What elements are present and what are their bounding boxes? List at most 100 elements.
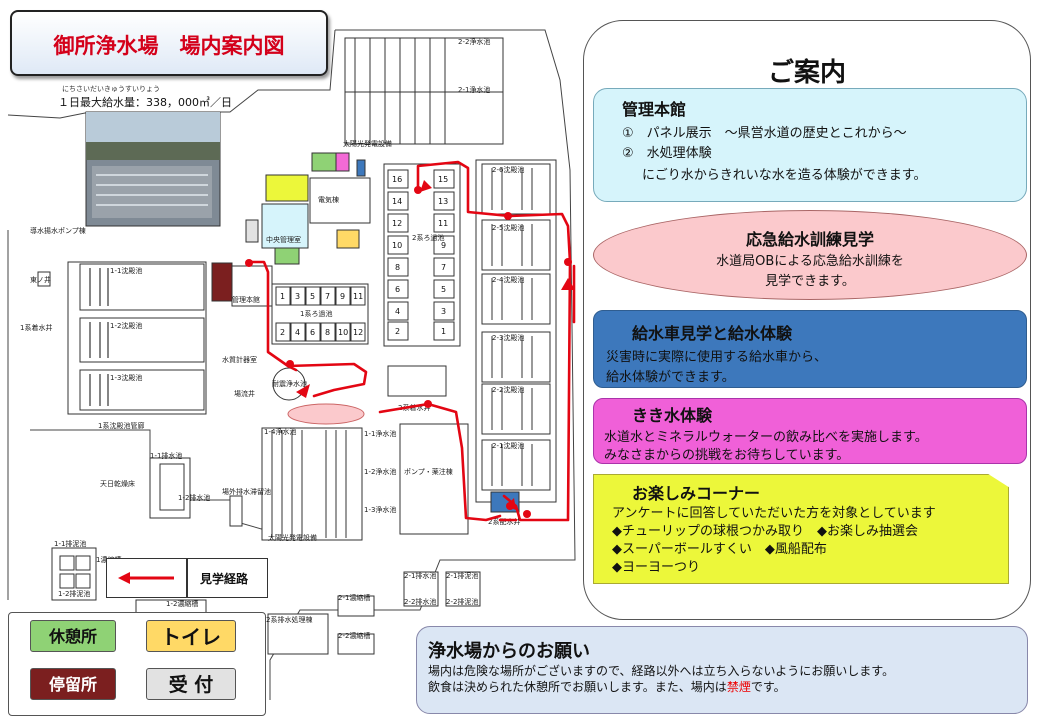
guide-fun-line2: ◆チューリップの球根つかみ取り ◆お楽しみ抽選会 xyxy=(612,524,918,539)
legend-reception: 受 付 xyxy=(146,668,236,700)
filter-num: 5 xyxy=(441,285,446,294)
filter-num: 10 xyxy=(392,241,402,250)
label-control-room: 中央管理室 xyxy=(266,235,301,244)
filter-basins-1 xyxy=(271,283,369,345)
filter-num: 8 xyxy=(395,263,400,272)
label-pump-chem: ポンプ・薬注棟 xyxy=(404,467,453,476)
guide-drill-line1: 水道局OBによる応急給水訓練を xyxy=(716,254,904,269)
filter-num: 2 xyxy=(280,328,285,337)
filter-num: 14 xyxy=(392,197,402,206)
label-drain-2-2: 2-2排泥池 xyxy=(446,597,478,606)
label-sludge-2-2: 2-2濃縮槽 xyxy=(338,631,370,640)
label-sed-1-3: 1-3沈殿池 xyxy=(110,373,142,382)
capacity-furigana: にちさいだいきゅうすいりょう xyxy=(62,85,160,93)
label-drain-2-3: 2-1排水池 xyxy=(404,571,436,580)
drill-area-marker xyxy=(287,403,365,425)
label-solar-1: 太陽光発電設備 xyxy=(343,139,392,148)
legend-rest-area: 休憩所 xyxy=(30,620,116,652)
guide-truck-card xyxy=(593,310,1027,388)
label-drain-1-1: 1-1排水池 xyxy=(150,451,182,460)
label-basin-2-1: 2-1浄水池 xyxy=(458,85,490,94)
guide-title: ご案内 xyxy=(767,58,846,88)
label-sed-1-2: 1-2沈殿池 xyxy=(110,321,142,330)
label-solar-2: 太陽光発電設備 xyxy=(268,533,317,542)
label-outflow-well: 場流井 xyxy=(234,389,255,398)
guide-truck-line2: 給水体験ができます。 xyxy=(606,370,735,385)
filter-basins-2 xyxy=(383,163,461,347)
label-drying-bed: 天日乾燥床 xyxy=(100,479,135,488)
label-sys1-intake: 1系着水井 xyxy=(20,323,52,332)
request-panel xyxy=(416,626,1028,714)
reception-marker xyxy=(245,219,259,243)
label-well: 東ノ井 xyxy=(30,275,51,284)
label-sys2-drain: 2系排水処理棟 xyxy=(266,615,312,624)
guide-truck-line1: 災害時に実際に使用する給水車から、 xyxy=(606,350,828,365)
label-drain-2-4: 2-2排水池 xyxy=(404,597,436,606)
route-legend-arrow-icon xyxy=(118,572,174,584)
label-lab: 水質計器室 xyxy=(222,355,257,364)
fun-corner-marker xyxy=(265,174,309,202)
capacity-text: １日最大給水量：338，000㎥／日 xyxy=(58,96,232,109)
guide-fun-line1: アンケートに回答していただいた方を対象としています xyxy=(612,506,936,521)
legend-bus-stop: 停留所 xyxy=(30,668,116,700)
label-hq: 管理本館 xyxy=(232,295,260,304)
filter-num: 16 xyxy=(392,175,402,184)
page-title: 御所浄水場 場内案内図 xyxy=(53,34,285,58)
filter-num: 15 xyxy=(438,175,448,184)
guide-fun-heading: お楽しみコーナー xyxy=(632,484,761,503)
label-distribution: 2系配水井 xyxy=(488,517,520,526)
toilet-marker-1 xyxy=(336,229,360,249)
thickening-area xyxy=(51,547,207,615)
label-sed-1-pipe: 1系沈殿池管廊 xyxy=(98,421,144,430)
sed-2-grid xyxy=(491,168,533,486)
label-thick-1: 1-1排泥池 xyxy=(54,539,86,548)
guide-hq-line3: にごり水からきれいな水を造る体験ができます。 xyxy=(642,168,927,183)
label-pool-1-3: 1-3浄水池 xyxy=(364,505,396,514)
title-box: 御所浄水場 場内案内図 xyxy=(10,10,328,76)
guide-tasting-line2: みなさまからの挑戦をお待ちしています。 xyxy=(604,448,850,463)
route-legend-divider xyxy=(186,559,188,597)
label-pool-1-2: 1-2浄水池 xyxy=(364,467,396,476)
guide-fun-card xyxy=(593,474,1009,584)
guide-drill-heading: 応急給水訓練見学 xyxy=(745,230,874,249)
tasting-marker xyxy=(335,152,350,172)
filter-numbers-2: 16 14 12 10 8 6 4 2 15 13 11 9 7 5 3 1 xyxy=(392,175,448,336)
guide-fun-line3: ◆スーパーボールすくい ◆風船配布 xyxy=(612,542,827,557)
guide-drill-line2: 見学できます。 xyxy=(765,274,855,289)
guide-tasting-heading: きき水体験 xyxy=(632,406,713,425)
label-filter-1: 1系ろ過池 xyxy=(300,309,332,318)
request-title: 浄水場からのお願い xyxy=(428,641,590,662)
aerial-photo xyxy=(85,111,221,227)
label-pool-1-1: 1-1浄水池 xyxy=(364,429,396,438)
label-outside-drain: 場外排水滞留池 xyxy=(222,487,271,496)
central-facilities: 電気棟 中央管理室 管理本館 xyxy=(211,152,371,307)
label-sed-1-1: 1-1沈殿池 xyxy=(110,266,142,275)
label-sludge-2-1: 2-1濃縮槽 xyxy=(338,593,370,602)
rest-area-marker-2 xyxy=(274,247,300,265)
label-sed-2-2: 2-2沈殿池 xyxy=(492,385,524,394)
label-expo-pool: 耐震浄水池 xyxy=(272,379,307,388)
no-smoking-text: 禁煙 xyxy=(726,680,751,694)
label-intake-pump: 導水揚水ポンプ棟 xyxy=(30,226,86,235)
sys2-sludge xyxy=(267,571,481,655)
west-facilities: 導水揚水ポンプ棟 東ノ井 1系着水井 xyxy=(20,226,86,332)
filter-num: 3 xyxy=(441,307,446,316)
filter-num: 6 xyxy=(395,285,400,294)
filter-num: 8 xyxy=(325,328,330,337)
filter-num: 4 xyxy=(295,328,300,337)
label-electric: 電気棟 xyxy=(318,195,339,204)
guide-hq-heading: 管理本館 xyxy=(622,100,687,119)
filter-num: 2 xyxy=(395,327,400,336)
route-arrows xyxy=(296,180,575,510)
filter-num: 11 xyxy=(353,292,363,301)
request-line1: 場内は危険な場所がございますので、経路以外へは立ち入らないようにお願いします。 xyxy=(428,664,895,678)
label-sludge-1-2: 1-2濃縮槽 xyxy=(166,599,198,608)
guide-tasting-card xyxy=(593,398,1027,464)
filter-num: 13 xyxy=(438,197,448,206)
sedimentation-basins-2 xyxy=(475,159,557,503)
sedimentation-basins-1 xyxy=(67,261,207,415)
request-line2-a: 飲食は決められた休憩所でお願いします。また、場内は xyxy=(428,680,727,694)
filter-num: 7 xyxy=(325,292,330,301)
label-drain-1-2: 1-2排水池 xyxy=(178,493,210,502)
label-thick-2: 1-2排泥池 xyxy=(58,589,90,598)
